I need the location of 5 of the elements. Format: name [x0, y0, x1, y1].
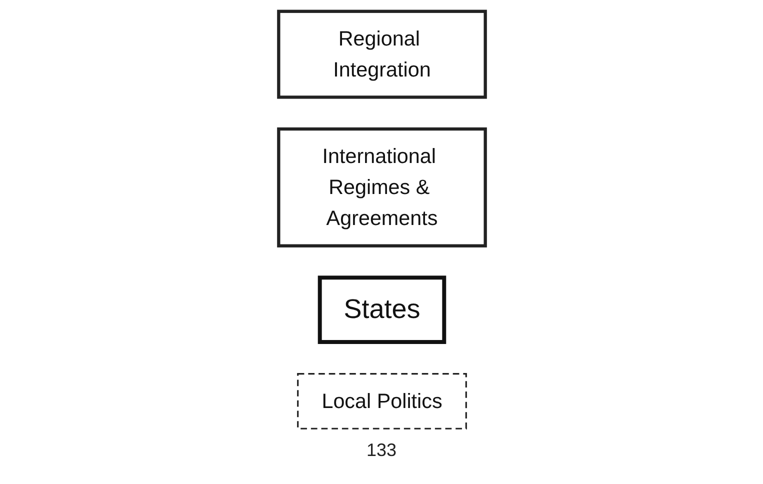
node-box: Regional Integration [276, 10, 486, 99]
node-box: International Regimes & Agreements [276, 127, 486, 248]
page-number: 133 [366, 440, 397, 460]
node-box: Local Politics [296, 373, 466, 430]
node-box: States [317, 276, 446, 344]
